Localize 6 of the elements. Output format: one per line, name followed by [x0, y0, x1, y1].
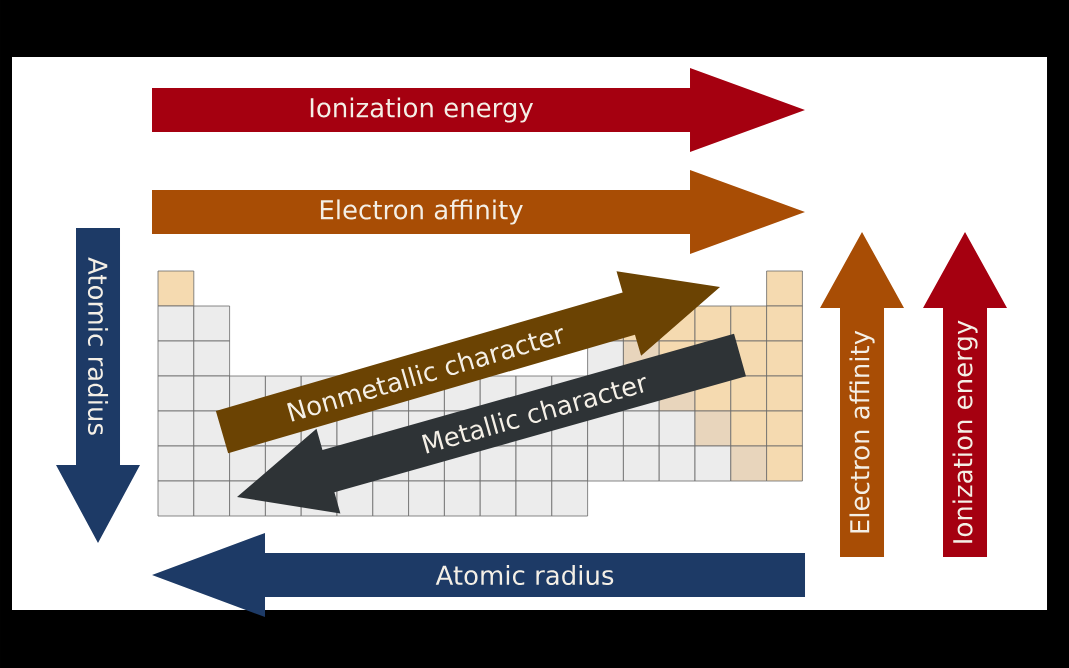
arrow-label: Electron affinity — [320, 199, 523, 225]
arrow-label: Ionization energy — [952, 320, 978, 543]
arrow-label: Electron affinity — [849, 330, 875, 533]
arrow-label: Atomic radius — [435, 564, 614, 586]
arrow-label: Atomic radius — [87, 257, 109, 435]
arrow-label: Ionization energy — [310, 97, 534, 123]
